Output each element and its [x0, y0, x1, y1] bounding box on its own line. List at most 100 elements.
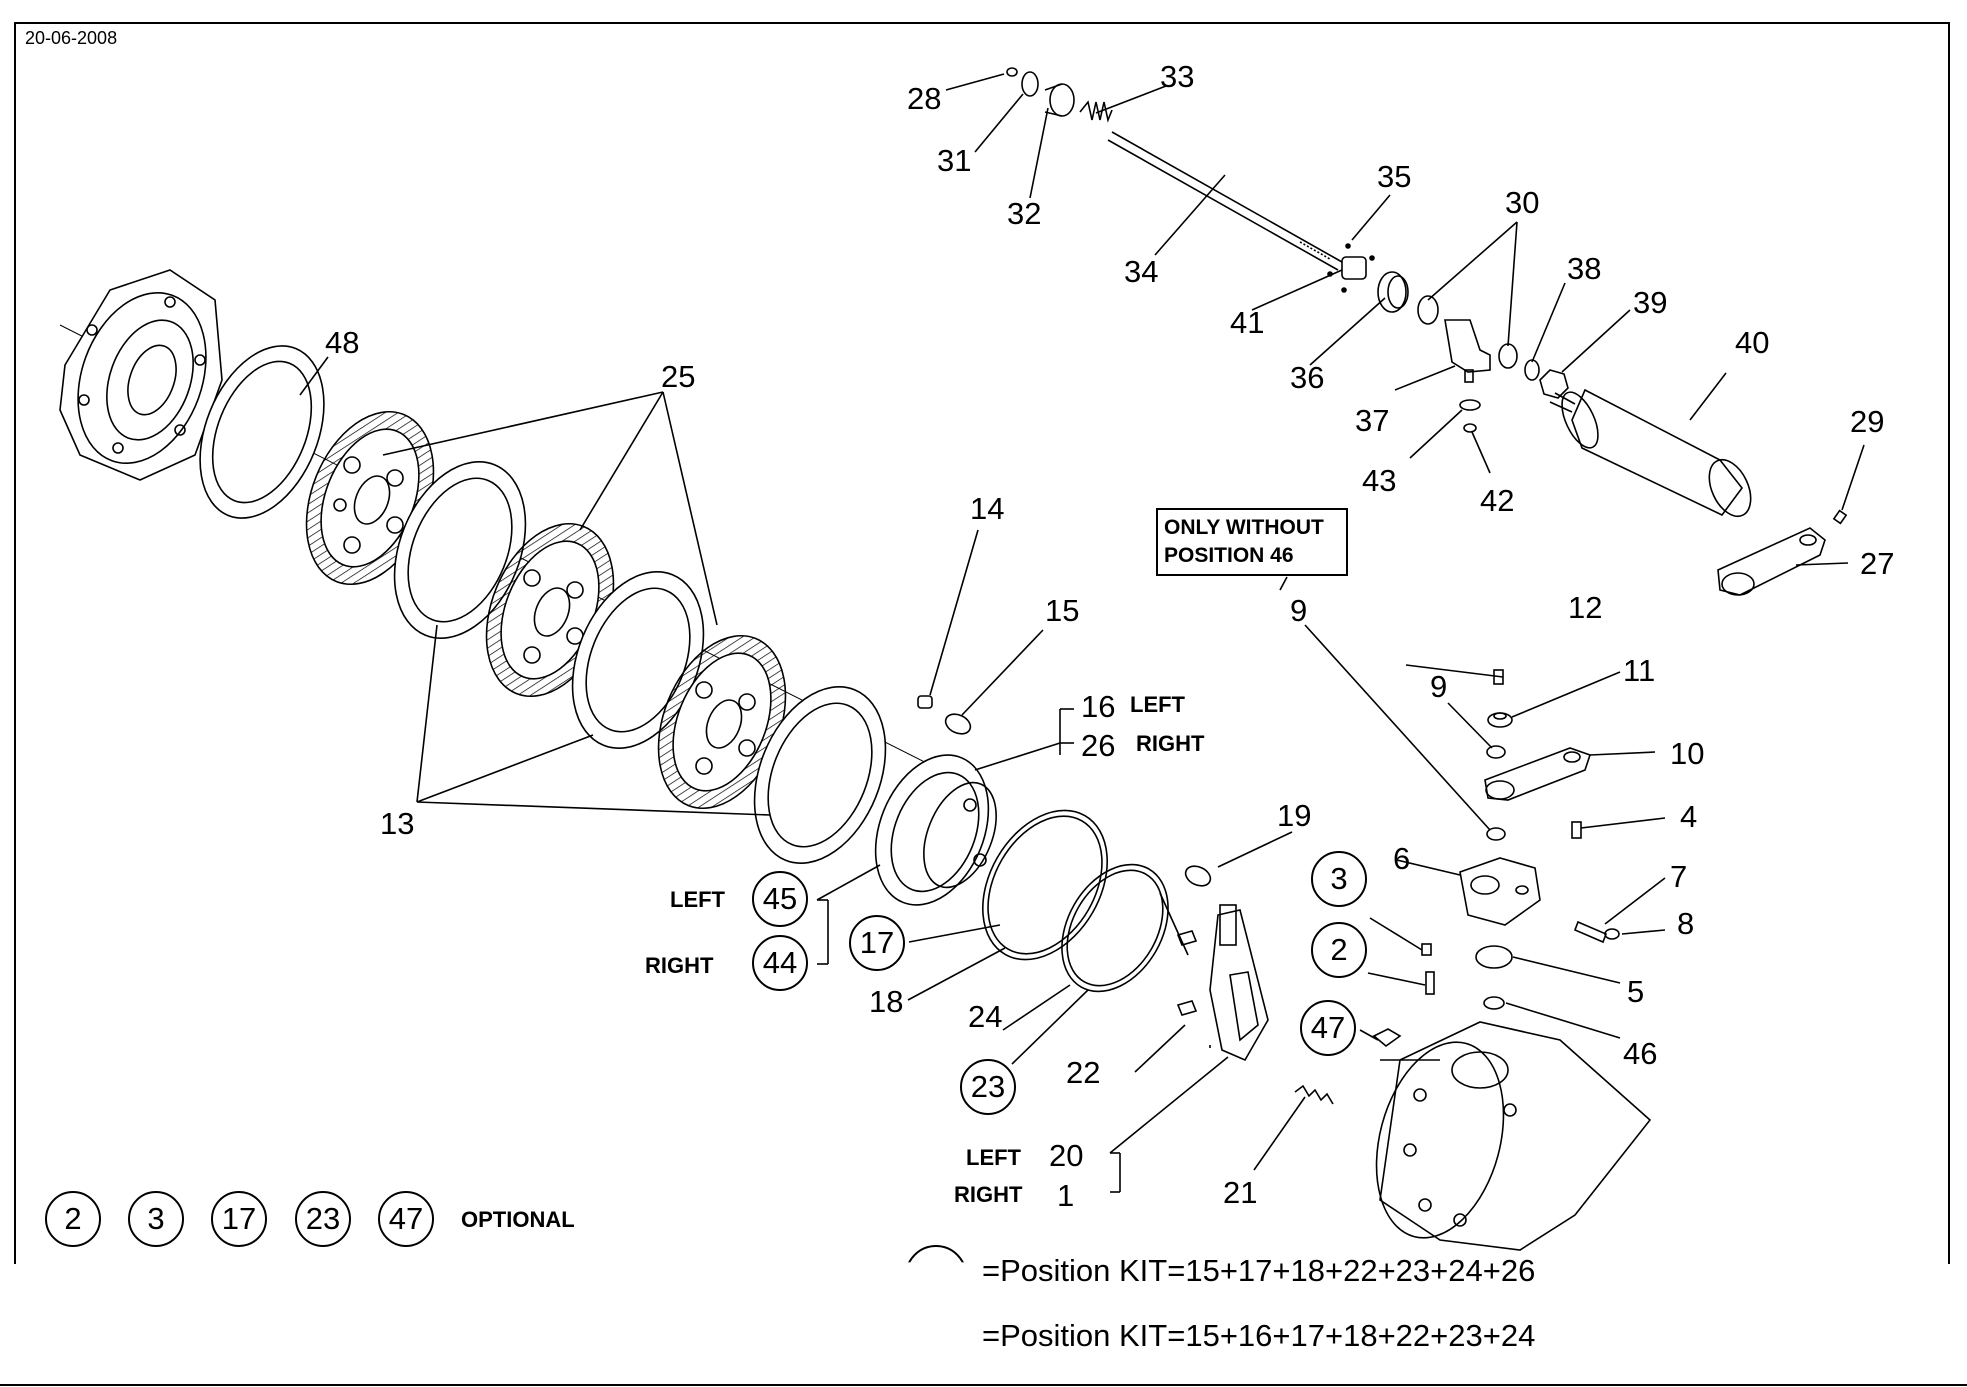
label-9-note: 9 [1290, 593, 1308, 628]
label-16: 16 [1081, 689, 1116, 724]
label-41: 41 [1230, 305, 1265, 340]
link-27 [1717, 527, 1826, 596]
washer-30a [1417, 295, 1439, 325]
label-24: 24 [968, 999, 1003, 1034]
o-ring-9a [1486, 745, 1506, 759]
label-7: 7 [1670, 859, 1688, 894]
kit-line-1: =Position KIT=15+17+18+22+23+24+26 [982, 1253, 1536, 1288]
side-label-right-1: RIGHT [954, 1182, 1023, 1207]
washer-43 [1459, 399, 1481, 411]
washer-42 [1463, 423, 1477, 433]
o-ring-24-inner [1066, 869, 1164, 987]
label-28: 28 [907, 81, 942, 116]
lever-37 [1444, 319, 1491, 373]
shaft-34 [1107, 131, 1343, 271]
pin-14 [917, 695, 933, 709]
label-40: 40 [1735, 325, 1770, 360]
label-46: 46 [1623, 1036, 1658, 1071]
kit-line-2: =Position KIT=15+16+17+18+22+23+24 [982, 1318, 1536, 1353]
label-32: 32 [1007, 196, 1042, 231]
label-21: 21 [1223, 1175, 1258, 1210]
note-line-1: ONLY WITHOUT [1164, 516, 1324, 539]
bushing-19 [1184, 865, 1212, 887]
washer-30b [1498, 343, 1518, 369]
grease-nipple-29 [1832, 509, 1848, 525]
housing-cover-48 [59, 269, 223, 481]
washer-38 [1524, 359, 1540, 381]
circled-label-23: 23 [960, 1059, 1016, 1115]
label-9: 9 [1430, 669, 1448, 704]
axle-housing [1375, 1021, 1652, 1251]
lever-37-pin [1464, 369, 1474, 383]
circled-label-47: 47 [1300, 1000, 1356, 1056]
label-48: 48 [325, 325, 360, 360]
plug-3 [1421, 943, 1432, 956]
label-37: 37 [1355, 403, 1390, 438]
optional-item-23: 23 [295, 1191, 351, 1247]
label-31: 31 [937, 143, 972, 178]
circled-label-2: 2 [1311, 922, 1367, 978]
label-12: 12 [1568, 590, 1603, 625]
optional-item-2: 2 [45, 1191, 101, 1247]
label-18: 18 [869, 984, 904, 1019]
label-6: 6 [1393, 841, 1411, 876]
circled-label-17: 17 [849, 915, 905, 971]
label-14: 14 [970, 491, 1005, 526]
label-13: 13 [380, 806, 415, 841]
side-label-right-26: RIGHT [1136, 731, 1205, 756]
ring-31 [1021, 71, 1039, 97]
pin-15 [944, 713, 972, 735]
bottom-rule [0, 1384, 1967, 1386]
brake-lever-20 [1209, 904, 1269, 1062]
screw-4 [1571, 821, 1582, 839]
o-ring-28 [1006, 67, 1018, 77]
circled-label-44: 44 [752, 935, 808, 991]
nut-39 [1539, 369, 1569, 399]
spring-21 [1294, 1084, 1334, 1105]
o-ring-46 [1483, 996, 1505, 1010]
label-42: 42 [1480, 483, 1515, 518]
flange-6 [1459, 857, 1541, 926]
label-15: 15 [1045, 593, 1080, 628]
label-5: 5 [1627, 974, 1645, 1009]
label-34: 34 [1124, 254, 1159, 289]
label-38: 38 [1567, 251, 1602, 286]
label-30: 30 [1505, 185, 1540, 220]
label-36: 36 [1290, 360, 1325, 395]
cylinder-40 [1549, 388, 1752, 518]
nut-8 [1604, 928, 1620, 940]
side-label-right-44: RIGHT [645, 953, 714, 978]
label-35: 35 [1377, 159, 1412, 194]
circled-label-45: 45 [752, 871, 808, 927]
optional-item-17: 17 [211, 1191, 267, 1247]
label-19: 19 [1277, 798, 1312, 833]
bolt-7 [1573, 920, 1608, 944]
vent-47 [1372, 1028, 1402, 1048]
eccentric-41 [1341, 256, 1367, 280]
friction-disc-3 [657, 634, 787, 810]
o-ring-5 [1475, 945, 1513, 969]
drawing-date: 20-06-2008 [25, 28, 118, 48]
leader-lines [299, 73, 1865, 1193]
label-20: 20 [1049, 1138, 1084, 1173]
optional-item-3: 3 [128, 1191, 184, 1247]
note-line-2: POSITION 46 [1164, 544, 1294, 567]
label-22: 22 [1066, 1055, 1101, 1090]
label-27: 27 [1860, 546, 1895, 581]
label-4: 4 [1680, 799, 1698, 834]
steel-plate-13c [753, 685, 887, 865]
o-ring-18-inner [987, 815, 1103, 955]
label-29: 29 [1850, 404, 1885, 439]
o-ring-18-outer [982, 809, 1108, 961]
circled-label-3: 3 [1311, 851, 1367, 907]
spring-33 [1079, 100, 1113, 123]
o-ring-24-outer [1061, 863, 1169, 993]
screw-22b [1176, 1000, 1198, 1016]
label-1: 1 [1057, 1178, 1075, 1213]
bushing-32 [1049, 83, 1075, 117]
optional-item-47: 47 [378, 1191, 434, 1247]
lever-10 [1484, 747, 1592, 801]
label-39: 39 [1633, 285, 1668, 320]
side-label-left-20: LEFT [966, 1145, 1021, 1170]
